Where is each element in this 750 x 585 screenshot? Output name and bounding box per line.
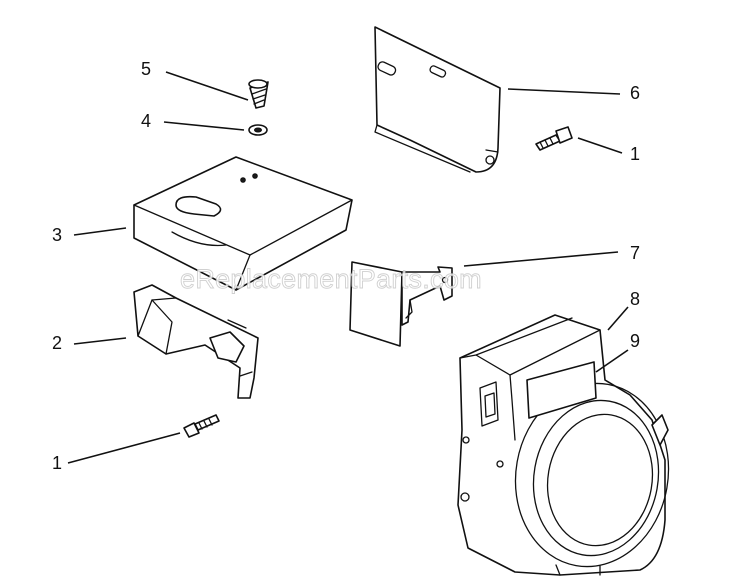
leader-2 <box>73 337 127 345</box>
leader-9 <box>595 349 629 373</box>
callout-4: 4 <box>141 111 151 131</box>
leader-1-bottom <box>67 432 181 464</box>
callout-6: 6 <box>630 83 640 103</box>
leader-8 <box>607 306 629 331</box>
washer-part-4 <box>248 124 268 136</box>
leader-1-top <box>577 137 623 154</box>
callout-5: 5 <box>141 59 151 79</box>
callout-8: 8 <box>630 289 640 309</box>
callout-3: 3 <box>52 225 62 245</box>
leader-7 <box>463 251 619 267</box>
callout-2: 2 <box>52 333 62 353</box>
callout-9: 9 <box>630 331 640 351</box>
screw-part-5 <box>248 79 269 109</box>
bolt-part-1-top <box>535 126 573 151</box>
leader-6 <box>507 88 621 95</box>
bolt-part-1-bottom <box>183 414 220 438</box>
leader-3 <box>73 227 127 236</box>
callout-7: 7 <box>630 243 640 263</box>
decal-part-9 <box>526 361 597 419</box>
baffle-part-2 <box>133 284 259 399</box>
leader-5 <box>165 71 249 101</box>
callout-1-top: 1 <box>630 144 640 164</box>
cover-plate-part-6 <box>374 26 501 173</box>
bracket-part-7 <box>349 261 453 347</box>
blower-housing-part-8 <box>457 314 670 576</box>
callout-1-bottom: 1 <box>52 453 62 473</box>
watermark-text: eReplacementParts.com <box>180 264 482 294</box>
top-cover-part-3 <box>133 156 353 291</box>
leader-4 <box>163 121 245 131</box>
